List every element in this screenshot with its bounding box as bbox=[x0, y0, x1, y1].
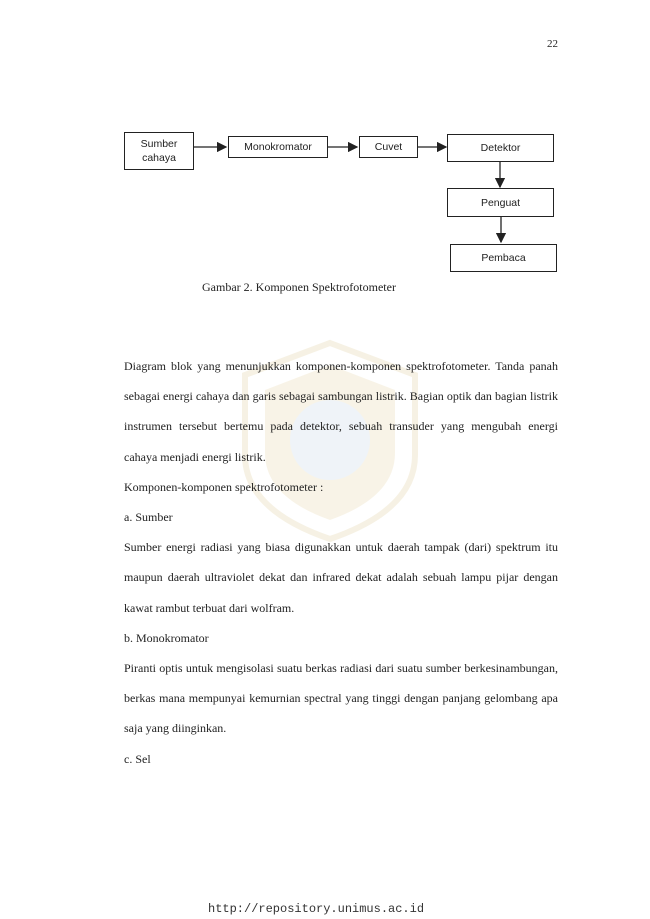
paragraph-monokromator: Piranti optis untuk mengisolasi suatu be… bbox=[124, 661, 558, 736]
watermark-seal-icon bbox=[242, 339, 418, 543]
footer-url: http://repository.unimus.ac.id bbox=[208, 902, 425, 916]
section-a-heading: a. Sumber bbox=[124, 510, 173, 525]
page-number: 22 bbox=[547, 38, 558, 50]
box-sumber-cahaya: Sumber cahaya bbox=[124, 132, 194, 170]
box-penguat: Penguat bbox=[447, 188, 554, 217]
body-text: Diagram blok yang menunjukkan komponen-k… bbox=[124, 351, 558, 774]
paragraph-intro: Diagram blok yang menunjukkan komponen-k… bbox=[124, 359, 558, 464]
box-cuvet: Cuvet bbox=[359, 136, 418, 158]
block-diagram: Sumber cahaya Monokromator Cuvet Detekto… bbox=[0, 0, 650, 300]
section-b-heading: b. Monokromator bbox=[124, 630, 209, 645]
paragraph-sumber: Sumber energi radiasi yang biasa digunak… bbox=[124, 540, 558, 615]
box-monokromator: Monokromator bbox=[228, 136, 328, 158]
box-pembaca: Pembaca bbox=[450, 244, 557, 272]
paragraph-components-heading: Komponen-komponen spektrofotometer : bbox=[124, 479, 324, 494]
section-c-heading: c. Sel bbox=[124, 751, 151, 766]
diagram-arrows bbox=[193, 141, 507, 244]
figure-caption: Gambar 2. Komponen Spektrofotometer bbox=[202, 280, 396, 294]
box-detektor: Detektor bbox=[447, 134, 554, 162]
